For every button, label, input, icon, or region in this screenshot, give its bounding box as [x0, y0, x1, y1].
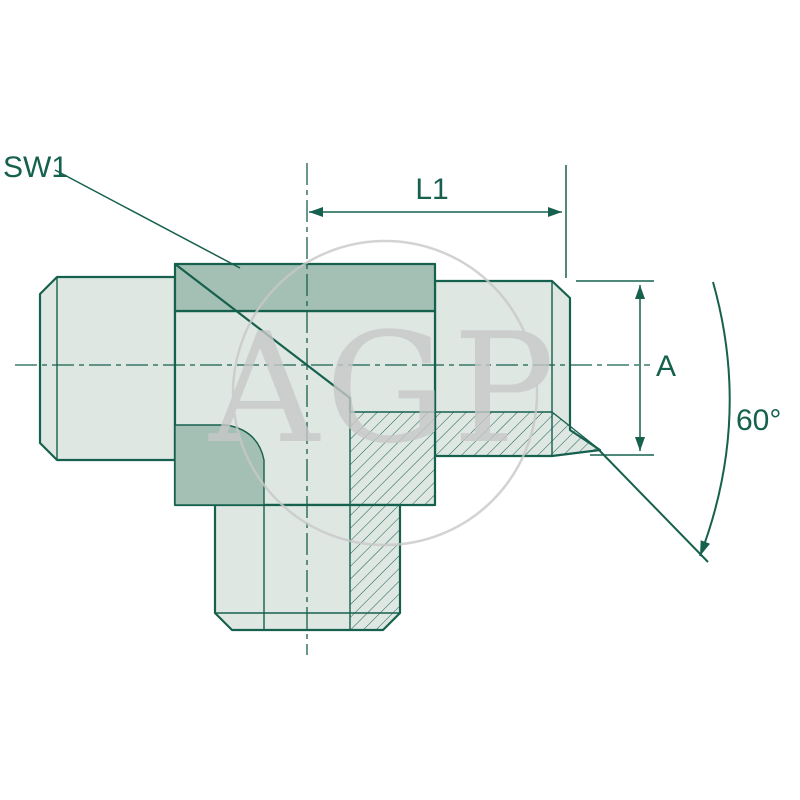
dimension-a: A [576, 280, 676, 456]
a-arrow-top [635, 285, 645, 299]
a-arrow-bottom [635, 437, 645, 451]
watermark: AGP [208, 239, 560, 547]
dimension-l1: L1 [309, 165, 567, 278]
dim-label-a: A [656, 350, 676, 383]
angle-arc [699, 281, 731, 557]
dim-label-l1: L1 [415, 173, 448, 206]
cone-angle-line [597, 448, 709, 563]
section-hatch-bottom-outline [349, 504, 401, 631]
l1-arrow-right [548, 207, 562, 217]
left-port [38, 275, 177, 462]
l1-arrow-left [309, 207, 323, 217]
section-hatch-bottom [350, 505, 400, 630]
label-sw1: SW1 [3, 151, 68, 184]
sw1-leader-line [54, 169, 241, 269]
angle-label: 60° [736, 404, 781, 437]
hex-band [173, 262, 437, 313]
section-hatch-right [350, 412, 600, 505]
angle-dimension: 60° [597, 281, 781, 563]
watermark-text: AGP [208, 300, 560, 477]
sw1-callout: SW1 [3, 151, 241, 269]
watermark-circle [231, 239, 539, 547]
angle-arc-arrow [700, 540, 710, 556]
section-boundary [173, 262, 352, 414]
fitting-views [38, 262, 602, 632]
